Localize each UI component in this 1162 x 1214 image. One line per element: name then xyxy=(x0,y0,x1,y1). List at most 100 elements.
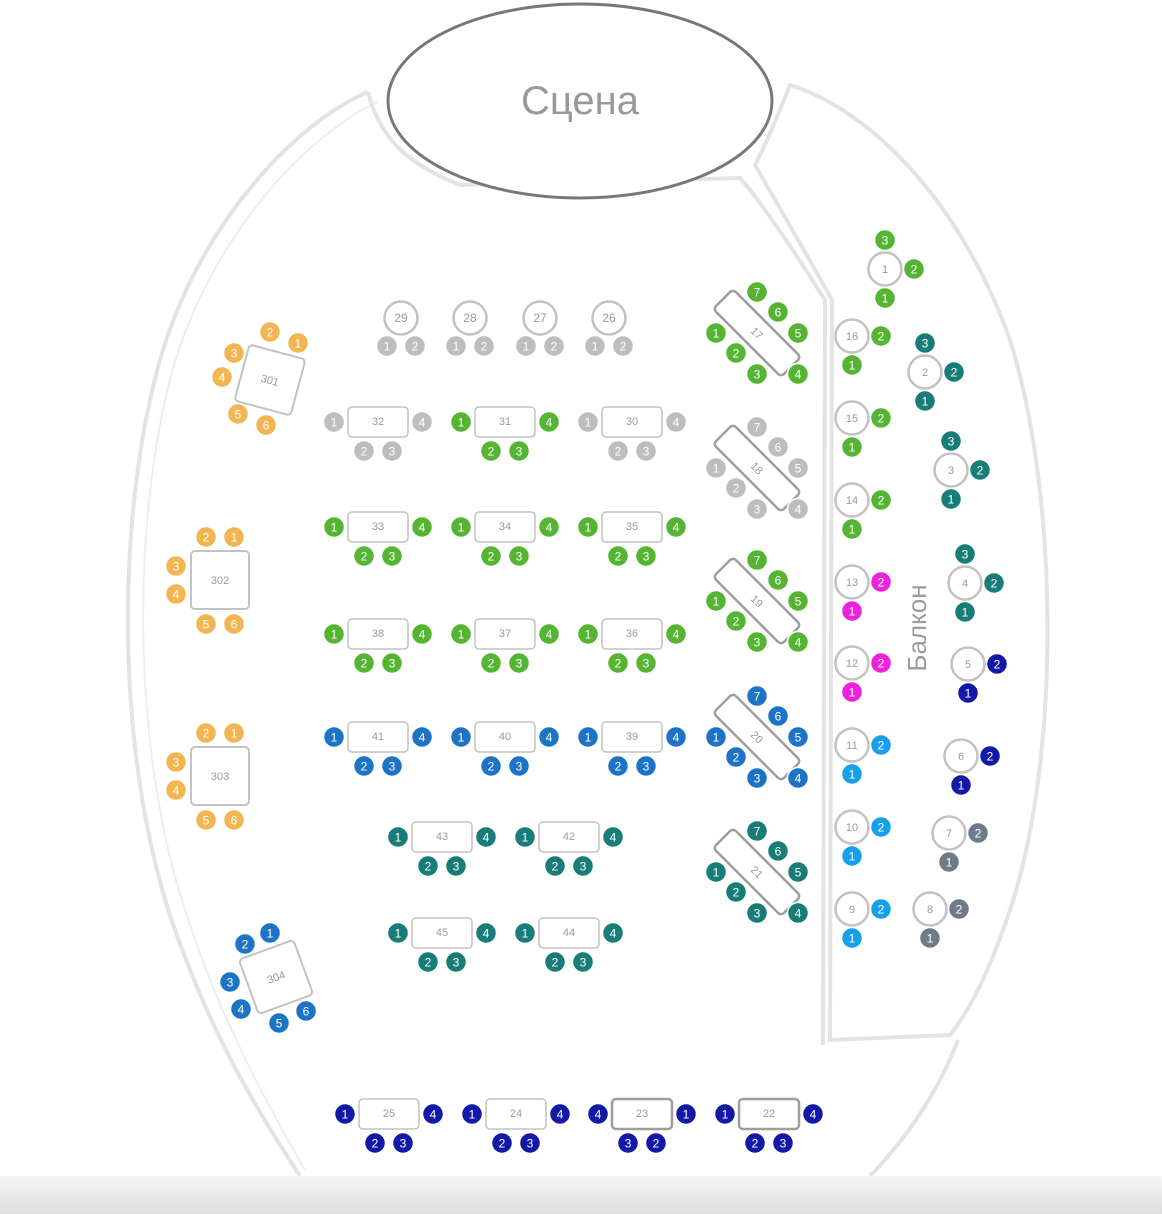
seat[interactable]: 1 xyxy=(840,435,864,459)
table-17[interactable]: 17 xyxy=(713,289,801,377)
seat[interactable]: 2 xyxy=(966,821,990,845)
table-41[interactable] xyxy=(347,721,409,753)
table-28[interactable] xyxy=(452,300,488,336)
seat[interactable]: 1 xyxy=(222,721,246,745)
seat[interactable]: 4 xyxy=(164,582,188,606)
seat[interactable]: 2 xyxy=(606,651,630,675)
seat[interactable]: 1 xyxy=(444,334,468,358)
seat[interactable]: 4 xyxy=(664,410,688,434)
balcony-table-16[interactable] xyxy=(834,318,870,354)
table-22[interactable] xyxy=(737,1097,801,1131)
seat[interactable]: 3 xyxy=(380,754,404,778)
seat[interactable]: 3 xyxy=(380,544,404,568)
balcony-table-4[interactable] xyxy=(947,565,983,601)
seat[interactable]: 2 xyxy=(363,1131,387,1155)
seat[interactable]: 1 xyxy=(704,321,728,345)
seat[interactable]: 3 xyxy=(745,630,769,654)
seat[interactable]: 1 xyxy=(840,353,864,377)
seat[interactable]: 3 xyxy=(873,228,897,252)
seat[interactable]: 1 xyxy=(322,515,346,539)
seat[interactable]: 2 xyxy=(978,744,1002,768)
seat[interactable]: 1 xyxy=(704,860,728,884)
seat[interactable]: 1 xyxy=(286,331,310,355)
seat[interactable]: 2 xyxy=(724,341,748,365)
seat[interactable]: 2 xyxy=(869,815,893,839)
seat[interactable]: 3 xyxy=(507,754,531,778)
seat[interactable]: 4 xyxy=(537,725,561,749)
balcony-table-11[interactable] xyxy=(834,727,870,763)
seat[interactable]: 1 xyxy=(937,850,961,874)
seat[interactable]: 2 xyxy=(233,932,257,956)
seat[interactable]: 3 xyxy=(444,854,468,878)
table-36[interactable] xyxy=(601,618,663,650)
seat[interactable]: 1 xyxy=(449,410,473,434)
seat[interactable]: 1 xyxy=(322,725,346,749)
seat[interactable]: 1 xyxy=(322,410,346,434)
seat[interactable]: 4 xyxy=(786,362,810,386)
seat[interactable]: 3 xyxy=(634,439,658,463)
seat[interactable]: 2 xyxy=(416,950,440,974)
seat[interactable]: 2 xyxy=(947,897,971,921)
seat[interactable]: 2 xyxy=(869,897,893,921)
seat[interactable]: 3 xyxy=(913,331,937,355)
seat[interactable]: 4 xyxy=(537,622,561,646)
seat[interactable]: 6 xyxy=(766,300,790,324)
seat[interactable]: 3 xyxy=(222,341,246,365)
seat[interactable]: 3 xyxy=(507,544,531,568)
seat[interactable]: 1 xyxy=(713,1102,737,1126)
seat[interactable]: 1 xyxy=(956,681,980,705)
seat[interactable]: 3 xyxy=(745,497,769,521)
seat[interactable]: 1 xyxy=(460,1102,484,1126)
seat[interactable]: 2 xyxy=(490,1131,514,1155)
seat[interactable]: 2 xyxy=(194,525,218,549)
seat[interactable]: 2 xyxy=(869,488,893,512)
seat[interactable]: 6 xyxy=(766,704,790,728)
seat[interactable]: 5 xyxy=(786,725,810,749)
balcony-table-3[interactable] xyxy=(933,452,969,488)
seat[interactable]: 4 xyxy=(210,365,234,389)
seat[interactable]: 2 xyxy=(743,1131,767,1155)
seat[interactable]: 2 xyxy=(869,324,893,348)
table-25[interactable] xyxy=(358,1098,420,1130)
balcony-table-13[interactable] xyxy=(834,564,870,600)
seat[interactable]: 3 xyxy=(771,1131,795,1155)
seat[interactable]: 1 xyxy=(449,725,473,749)
seat[interactable]: 2 xyxy=(869,651,893,675)
seat[interactable]: 3 xyxy=(745,766,769,790)
seat[interactable]: 2 xyxy=(352,439,376,463)
seat[interactable]: 4 xyxy=(474,825,498,849)
seat[interactable]: 2 xyxy=(985,652,1009,676)
seat[interactable]: 4 xyxy=(786,630,810,654)
table-44[interactable] xyxy=(538,917,600,949)
seat[interactable]: 2 xyxy=(542,334,566,358)
seat[interactable]: 1 xyxy=(583,334,607,358)
seat[interactable]: 4 xyxy=(586,1102,610,1126)
seat[interactable]: 3 xyxy=(634,544,658,568)
seat[interactable]: 2 xyxy=(968,458,992,482)
seat[interactable]: 4 xyxy=(664,515,688,539)
seat[interactable]: 5 xyxy=(786,589,810,613)
seat[interactable]: 3 xyxy=(616,1131,640,1155)
seat[interactable]: 2 xyxy=(352,544,376,568)
table-42[interactable] xyxy=(538,821,600,853)
seat[interactable]: 1 xyxy=(873,286,897,310)
seat[interactable]: 3 xyxy=(164,750,188,774)
seat[interactable]: 2 xyxy=(543,950,567,974)
seat[interactable]: 3 xyxy=(571,854,595,878)
seat[interactable]: 4 xyxy=(410,410,434,434)
table-26[interactable] xyxy=(591,300,627,336)
table-35[interactable] xyxy=(601,511,663,543)
seat[interactable]: 2 xyxy=(606,439,630,463)
seat[interactable]: 1 xyxy=(513,825,537,849)
seat[interactable]: 7 xyxy=(745,819,769,843)
table-40[interactable] xyxy=(474,721,536,753)
table-30[interactable] xyxy=(601,406,663,438)
seat[interactable]: 3 xyxy=(391,1131,415,1155)
seat[interactable]: 7 xyxy=(745,280,769,304)
seat[interactable]: 1 xyxy=(674,1102,698,1126)
seat[interactable]: 2 xyxy=(869,406,893,430)
seat[interactable]: 1 xyxy=(386,921,410,945)
seat[interactable]: 2 xyxy=(611,334,635,358)
seat[interactable]: 3 xyxy=(571,950,595,974)
seat[interactable]: 1 xyxy=(840,844,864,868)
